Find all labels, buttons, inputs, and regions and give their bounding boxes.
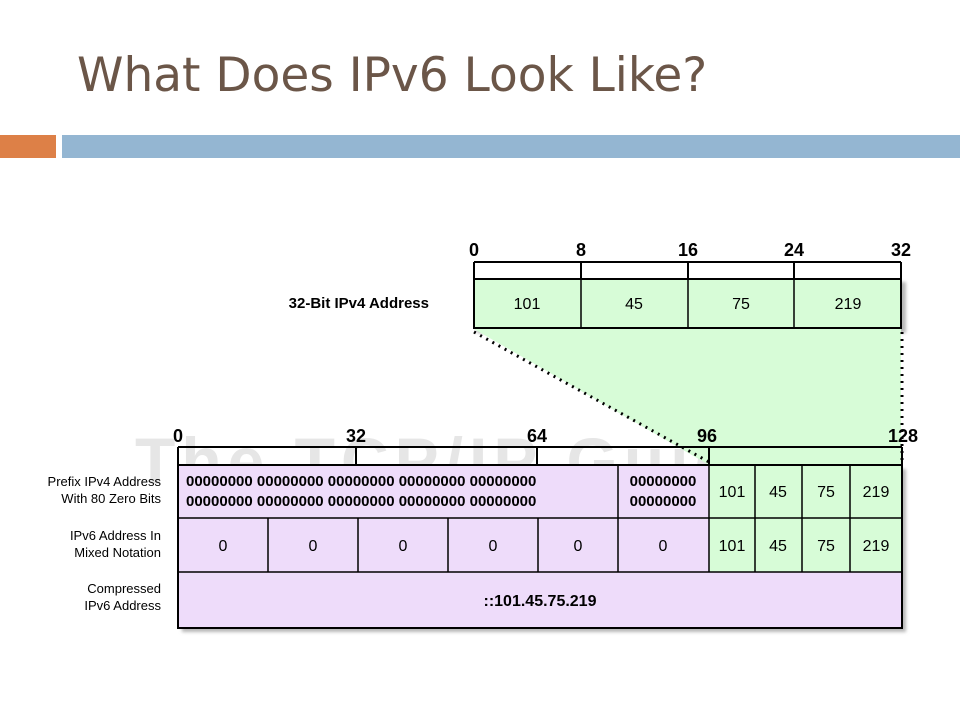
mixed-ipv4-octet: 101	[719, 538, 746, 555]
title-accent-blue-bar	[62, 135, 960, 158]
ipv6-tick-label: 32	[346, 426, 366, 446]
ipv4-octet: 45	[625, 296, 643, 313]
mixed-zero-group: 0	[309, 538, 318, 555]
prefix-ipv4-octet: 219	[863, 484, 890, 501]
prefix-ipv4-octet: 101	[719, 484, 746, 501]
mixed-zero-group: 0	[399, 538, 408, 555]
binary-prefix-line2: 00000000 00000000 00000000 00000000 0000…	[186, 493, 536, 510]
row-label-compressed-line1: Compressed	[87, 581, 161, 596]
binary-last-group-line1: 00000000	[630, 473, 697, 490]
ipv6-grid	[177, 464, 903, 629]
ipv4-tick-label: 8	[576, 240, 586, 260]
ipv6-tick-label: 96	[697, 426, 717, 446]
ipv4-ruler-ticks	[473, 262, 902, 278]
row-label-prefix-line1: Prefix IPv4 Address	[48, 474, 162, 489]
mixed-zero-group: 0	[219, 538, 228, 555]
mixed-zero-group: 0	[659, 538, 668, 555]
compressed-address: ::101.45.75.219	[484, 593, 597, 610]
mixed-zero-group: 0	[489, 538, 498, 555]
slide-title: What Does IPv6 Look Like?	[77, 48, 708, 103]
row-label-mixed-line1: IPv6 Address In	[70, 528, 161, 543]
ipv6-tick-label: 64	[527, 426, 547, 446]
prefix-ipv4-octet: 45	[769, 484, 787, 501]
ipv4-octet: 101	[514, 296, 541, 313]
ipv6-tick-label: 0	[173, 426, 183, 446]
ipv6-ipv4-part-row1	[709, 465, 902, 518]
projection-area	[474, 329, 901, 465]
ipv4-octet-dividers	[580, 279, 795, 328]
prefix-ipv4-octet: 75	[817, 484, 835, 501]
mixed-ipv4-octet: 75	[817, 538, 835, 555]
binary-prefix-line1: 00000000 00000000 00000000 00000000 0000…	[186, 473, 536, 490]
mixed-ipv4-octet: 45	[769, 538, 787, 555]
binary-last-group-line2: 00000000	[630, 493, 697, 510]
mixed-zero-group: 0	[574, 538, 583, 555]
ipv4-tick-label: 32	[891, 240, 911, 260]
projection-line-left	[473, 330, 710, 464]
ipv4-tick-label: 24	[784, 240, 804, 260]
row-label-prefix-line2: With 80 Zero Bits	[61, 491, 161, 506]
ipv6-ruler-ticks	[177, 447, 903, 464]
row-label-mixed-line2: Mixed Notation	[74, 545, 161, 560]
mixed-ipv4-octet: 219	[863, 538, 890, 555]
ipv4-tick-label: 0	[469, 240, 479, 260]
ipv4-label: 32-Bit IPv4 Address	[289, 295, 429, 312]
ipv6-ipv4-part-row2	[709, 518, 902, 572]
row-label-compressed-line2: IPv6 Address	[84, 598, 161, 613]
ipv4-tick-label: 16	[678, 240, 698, 260]
ipv6-tick-label: 128	[888, 426, 918, 446]
ipv4-octet: 75	[732, 296, 750, 313]
ipv4-octet: 219	[835, 296, 862, 313]
title-accent-orange-bar	[0, 135, 56, 158]
